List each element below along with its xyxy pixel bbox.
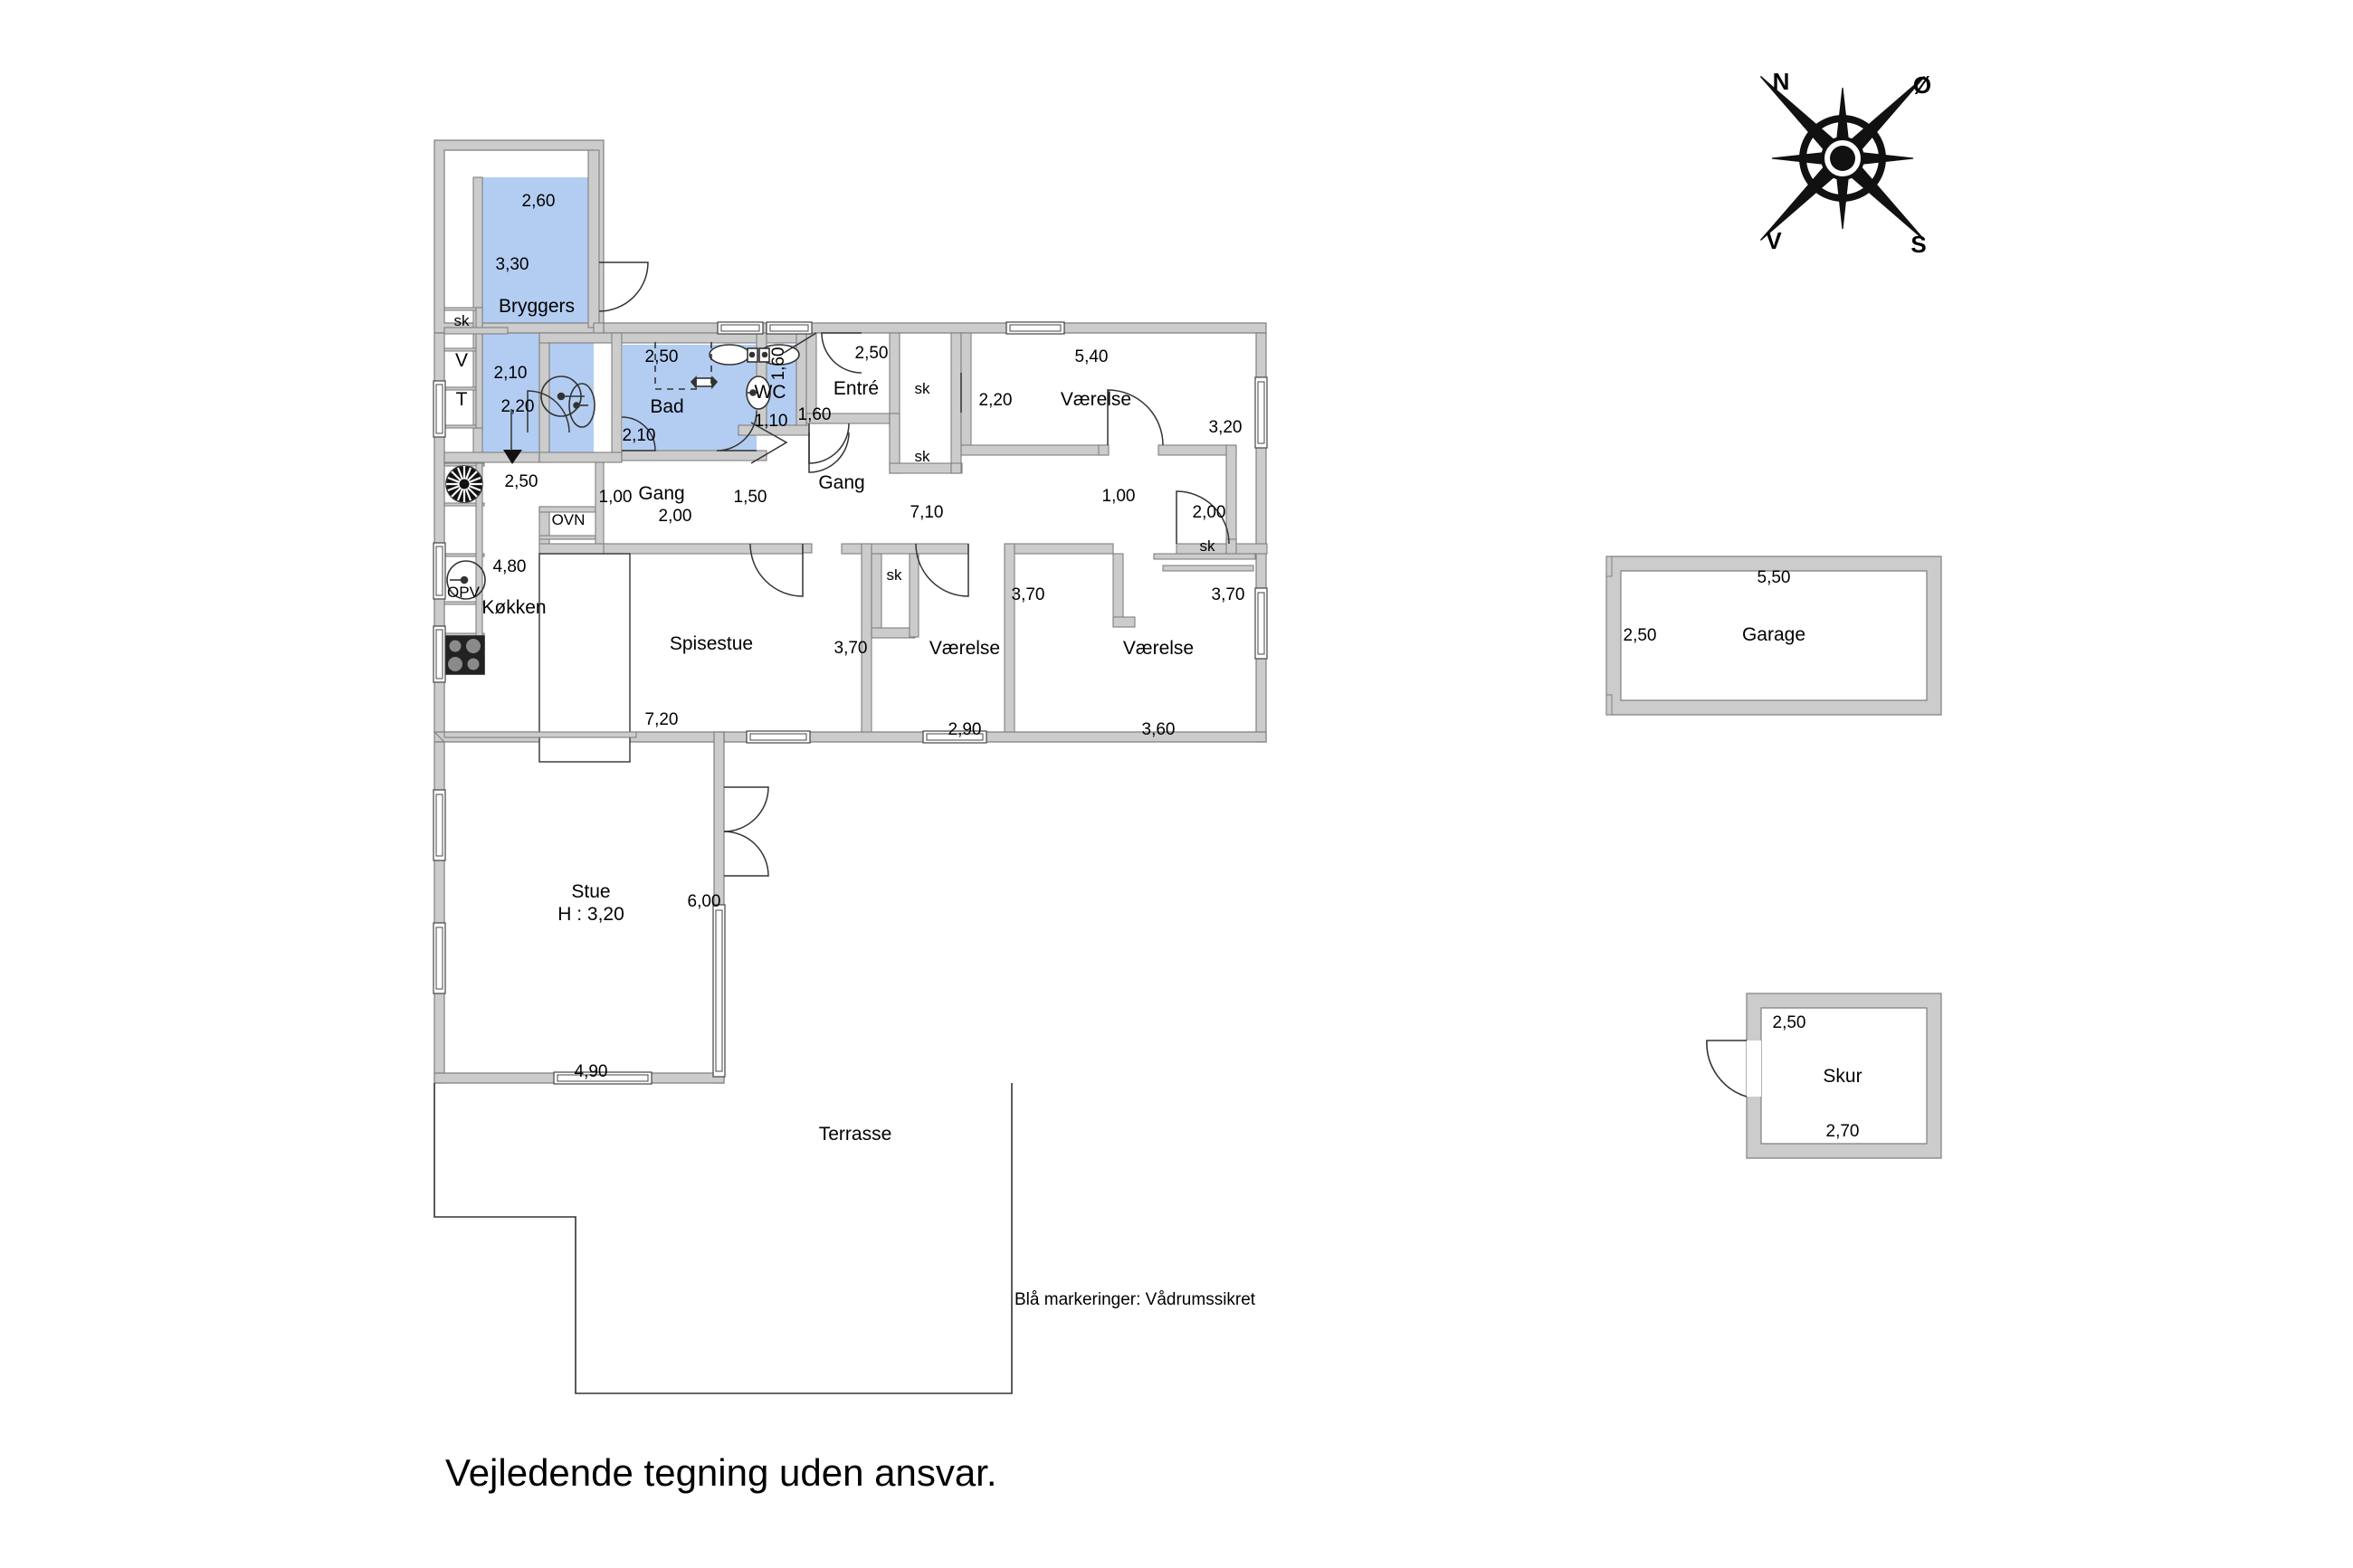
label-sk-4: sk — [887, 566, 903, 584]
dim-skur-depth: 2,50 — [1773, 1013, 1806, 1032]
dim-hall-left-w: 2,20 — [501, 397, 535, 416]
dim-wc-height: 1,60 — [769, 347, 788, 381]
stue-height-label: H : 3,20 — [557, 904, 624, 925]
dim-entre-height: 1,60 — [798, 405, 832, 424]
dim-bad-height: 2,10 — [623, 426, 656, 445]
room-label-spisestue: Spisestue — [670, 633, 753, 654]
dim-vaerelse3-h: 3,70 — [1212, 585, 1245, 604]
label-sk-2: sk — [915, 380, 931, 397]
label-opv: OPV — [447, 584, 481, 601]
dim-kitchen-height: 4,80 — [493, 557, 527, 576]
room-label-stue: Stue — [571, 881, 610, 902]
dim-spisestue-w: 7,20 — [645, 710, 679, 729]
compass-north-label: N — [1773, 68, 1790, 95]
dim-gang1-height: 2,00 — [659, 507, 692, 526]
main-house: 2,60 3,30 Bryggers sk V T 2,10 2,20 2,50… — [433, 139, 1268, 1394]
room-label-kokken: Køkken — [481, 597, 546, 618]
door-swings — [510, 261, 1230, 877]
label-ovn: OVN — [552, 511, 586, 528]
dim-stue-w: 4,90 — [575, 1062, 608, 1081]
dim-garage-width: 5,50 — [1758, 568, 1791, 587]
room-label-entre: Entré — [834, 378, 879, 399]
terrasse-outline — [433, 1083, 1013, 1394]
room-label-gang-1: Gang — [638, 483, 684, 504]
dim-wc-width: 1,10 — [755, 412, 788, 431]
label-t: T — [456, 389, 468, 410]
compass-rose: N Ø S V — [1759, 68, 1931, 258]
dim-vaerelse1-left: 2,20 — [979, 391, 1013, 410]
main-house-labels: 2,60 3,30 Bryggers sk V T 2,10 2,20 2,50… — [447, 192, 1244, 1145]
dim-vaerelse1-height: 3,20 — [1209, 418, 1243, 437]
room-label-vaerelse-2: Værelse — [929, 638, 1000, 659]
fixtures — [443, 342, 800, 675]
legend-note: Blå markeringer: Vådrumssikret — [1015, 1290, 1256, 1309]
compass-south-label: S — [1910, 231, 1926, 258]
label-sk-5: sk — [1200, 537, 1216, 555]
dim-gang-long: 7,10 — [910, 503, 944, 522]
page-caption: Vejledende tegning uden ansvar. — [445, 1451, 997, 1494]
windows — [433, 321, 1268, 1085]
room-label-garage: Garage — [1742, 624, 1805, 645]
dim-spisestue-h: 3,70 — [834, 639, 868, 658]
compass-west-label: V — [1766, 227, 1782, 254]
dim-skur-width: 2,70 — [1826, 1122, 1860, 1141]
dim-hall-left-h: 2,10 — [494, 364, 528, 383]
label-sk-3: sk — [915, 448, 931, 465]
dim-vaerelse3-ne: 2,00 — [1193, 503, 1226, 522]
dim-entre-width: 2,50 — [855, 344, 889, 363]
skur-door-swing — [1706, 1040, 1748, 1098]
dim-vaerelse1-width: 5,40 — [1075, 347, 1109, 366]
dim-vaerelse2-w: 2,90 — [948, 720, 982, 739]
sink-icon — [446, 560, 486, 600]
compass-east-label: Ø — [1913, 71, 1931, 99]
wet-room-fills — [481, 177, 796, 462]
garage: 5,50 Garage 2,50 — [1605, 556, 1942, 716]
label-sk-1: sk — [454, 312, 471, 329]
dim-bryggers-width: 2,60 — [522, 192, 556, 211]
room-label-wc: WC — [755, 382, 786, 403]
stove-icon — [443, 635, 485, 675]
dim-bad-width: 2,50 — [645, 347, 679, 366]
interior-walls — [443, 149, 1268, 763]
room-label-gang-2: Gang — [818, 472, 864, 493]
room-label-bad: Bad — [650, 396, 683, 417]
dim-vaerelse2-h: 3,70 — [1012, 585, 1045, 604]
room-label-skur: Skur — [1823, 1066, 1862, 1087]
vent-icon — [445, 465, 483, 503]
dim-garage-depth: 2,50 — [1624, 626, 1657, 645]
room-label-vaerelse-1: Værelse — [1061, 389, 1131, 410]
floor-marker-icon — [503, 450, 522, 464]
dim-vaerelse3-nw: 1,00 — [1102, 487, 1136, 506]
dim-bryggers-height: 3,30 — [496, 255, 529, 274]
dim-vaerelse3-w: 3,60 — [1142, 720, 1176, 739]
dim-gang-mid: 1,50 — [734, 488, 767, 507]
dim-stue-h: 6,00 — [688, 892, 721, 911]
label-v: V — [455, 350, 468, 371]
skur: 2,50 Skur 2,70 — [1706, 993, 1942, 1159]
dim-gang1-width: 1,00 — [599, 488, 633, 507]
room-label-terrasse: Terrasse — [819, 1124, 892, 1145]
dim-kitchen-width: 2,50 — [505, 472, 538, 491]
room-label-bryggers: Bryggers — [499, 296, 575, 317]
room-label-vaerelse-3: Værelse — [1123, 638, 1194, 659]
